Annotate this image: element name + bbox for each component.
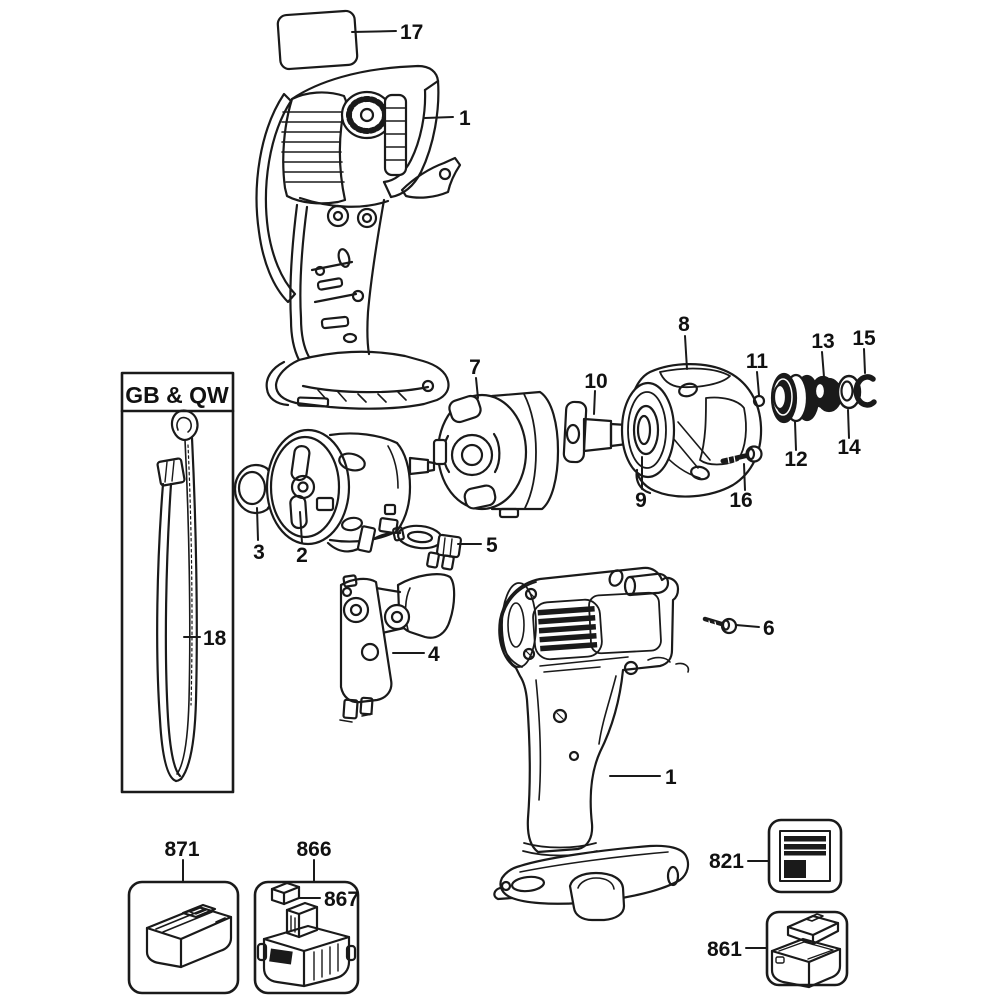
box-kitbox-861 [765, 910, 849, 989]
part-lead-5 [392, 524, 462, 571]
callout-5: 5 [486, 534, 498, 557]
callout-10: 10 [584, 370, 607, 393]
callout-11: 11 [746, 350, 769, 373]
leader-1-top [424, 116, 454, 119]
callout-4: 4 [428, 643, 440, 666]
gb-qw-header: GB & QW [125, 382, 229, 408]
leader-lines [182, 30, 866, 949]
part-collar-12 [770, 372, 820, 424]
part-screw-16 [720, 445, 763, 464]
callout-9: 9 [635, 489, 647, 512]
callout-labels: GB & QW 17 1 18 3 2 5 7 10 8 9 11 13 15 … [125, 21, 876, 961]
box-charger-871 [127, 880, 240, 995]
part-motor-2 [265, 428, 436, 553]
callout-7: 7 [469, 356, 481, 379]
leader-16 [743, 463, 746, 491]
leader-12 [794, 421, 797, 451]
leader-2 [299, 511, 303, 544]
leader-3 [256, 507, 259, 541]
callout-1-top: 1 [459, 107, 471, 130]
part-cap-867 [270, 881, 301, 906]
part-switch-4 [339, 573, 456, 723]
leader-6 [735, 624, 760, 628]
leader-17 [351, 30, 397, 33]
leader-13 [821, 351, 825, 378]
motor-vents [532, 598, 603, 661]
callout-821: 821 [709, 850, 744, 873]
callout-867: 867 [324, 888, 359, 911]
part-housing-right-half [493, 566, 690, 922]
callout-13: 13 [811, 330, 834, 353]
part-housing-left-half [255, 64, 462, 410]
callout-6: 6 [763, 617, 775, 640]
callout-1-bottom: 1 [665, 766, 677, 789]
callout-861: 861 [707, 938, 742, 961]
part-screw-6 [702, 616, 738, 635]
callout-871: 871 [164, 838, 199, 861]
part-battery-pack [256, 901, 357, 988]
callout-15: 15 [852, 327, 876, 350]
leader-10 [593, 390, 596, 415]
box-battery-866 [253, 880, 360, 995]
box-label-kit-821 [767, 818, 843, 894]
part-label-sticker-17 [276, 9, 359, 71]
leader-15 [863, 348, 866, 374]
part-ball-11 [752, 394, 766, 408]
gb-qw-box [120, 371, 235, 794]
callout-3: 3 [253, 541, 265, 564]
callout-12: 12 [784, 448, 807, 471]
callout-14: 14 [837, 436, 861, 459]
part-gearbox-7 [432, 390, 560, 519]
part-retaining-clip-15 [853, 374, 877, 408]
callout-18: 18 [203, 627, 227, 650]
callout-8: 8 [678, 313, 690, 336]
callout-866: 866 [296, 838, 331, 861]
leader-7 [475, 377, 479, 399]
part-lanyard-18 [156, 409, 199, 783]
leader-11 [756, 371, 760, 396]
part-washer-14 [836, 374, 862, 410]
callout-17: 17 [400, 21, 423, 44]
part-front-housing-8 [620, 363, 763, 498]
leader-8 [684, 335, 688, 370]
callout-2: 2 [296, 544, 308, 567]
callout-16: 16 [729, 489, 752, 512]
leader-14 [847, 409, 850, 439]
